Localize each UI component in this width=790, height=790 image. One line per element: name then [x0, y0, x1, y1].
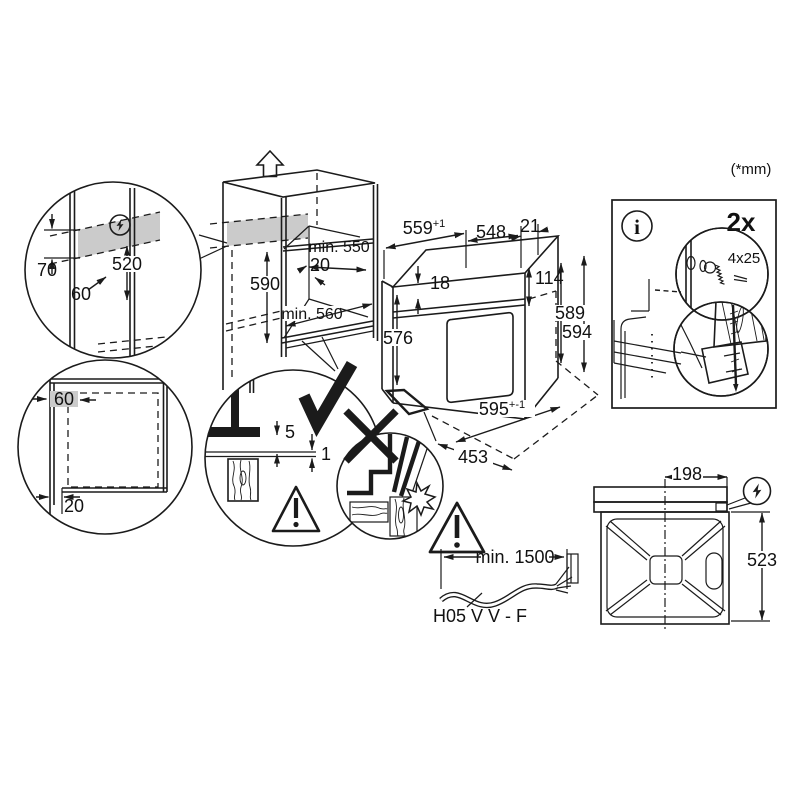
clearance-detail: 5 1 [204, 369, 382, 547]
dim-rear-depth: 21 [520, 216, 540, 236]
info-icon: i [634, 215, 640, 239]
dim-zone-height: 70 [37, 260, 57, 280]
electrical-zone-detail: 70 60 520 [24, 181, 202, 359]
dim-front-top-height: 114 [535, 268, 564, 288]
checkmark-icon [298, 360, 358, 437]
recess-zone [50, 391, 78, 407]
dim-connection-offset: 198 [672, 464, 702, 484]
dim-cable-min-length: min. 1500 [475, 547, 554, 567]
dim-recess-width: 60 [54, 389, 74, 409]
dim-rear-gap: 20 [310, 255, 330, 275]
dim-front-width: 595+-1 [479, 399, 525, 419]
collision-detail [336, 432, 444, 540]
dim-top-edge: 18 [430, 273, 450, 293]
screw-size-label: 4x25 [728, 250, 761, 267]
oven-foot [384, 388, 430, 416]
dim-niche-height: 590 [250, 274, 280, 294]
fixing-detail [676, 302, 768, 392]
dim-base-depth: 453 [458, 447, 488, 467]
dim-niche-depth: min. 550 [308, 239, 369, 256]
oven-door-window [446, 311, 514, 404]
oven-view: 559+1 548 21 18 114 576 589 594 595+-1 4… [381, 216, 599, 471]
electrical-zone-band [227, 214, 308, 246]
dim-rear-height: 523 [747, 550, 777, 570]
units-note: (*mm) [731, 161, 772, 178]
dim-distance-below: 520 [112, 254, 142, 274]
dim-recess-depth: 20 [64, 496, 84, 516]
arrow-up-icon [255, 149, 285, 178]
oven-rear-view: 198 523 [566, 464, 779, 631]
dim-body-height: 576 [383, 328, 413, 348]
cable-type-label: H05 V V - F [433, 606, 527, 626]
warning-triangle-icon [428, 501, 486, 554]
mounting-hardware-box: i 2x 4x25 [611, 199, 777, 409]
dim-top-width: 559+1 [403, 218, 446, 238]
spark-burst-icon [400, 480, 437, 517]
terminal-box [715, 502, 728, 512]
dim-zone-width: 60 [71, 284, 91, 304]
base-cabinet-detail: 60 20 [17, 359, 193, 535]
dim-front-clearance: 1 [321, 444, 331, 464]
dim-depth: 548 [476, 222, 506, 242]
dim-top-clearance: 5 [285, 422, 295, 442]
lightning-bolt-icon [752, 483, 762, 499]
wood-panel [227, 458, 259, 502]
cabinet-niche-view: 590 min. 550 20 min. 560 [198, 149, 379, 390]
power-cable-view: min. 1500 H05 V V - F [428, 501, 573, 626]
dim-height-with-frame: 589 [555, 303, 585, 323]
x-mark-icon [343, 408, 399, 464]
warning-triangle-icon [271, 485, 321, 533]
dim-total-height: 594 [562, 322, 592, 342]
